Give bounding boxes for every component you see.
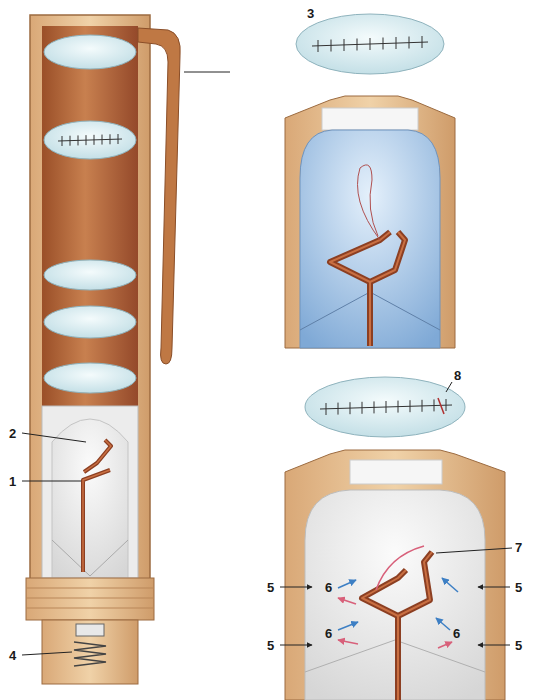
callout-number: 4 [8,648,17,663]
callout-number: 5 [514,580,523,595]
leader-line [22,652,72,655]
chamber-discharging [285,450,505,700]
callout-number: 2 [8,426,17,441]
leader-line [22,433,86,442]
callout-number: 6 [324,626,333,641]
leader-line [22,481,81,482]
callout-number: 6 [324,580,333,595]
leader-line [184,72,230,73]
pen-clip [138,28,180,364]
scale-lens [305,377,465,437]
pen-tube [30,15,150,580]
pen-base [26,578,154,684]
callout-number: 8 [453,368,462,383]
charge-arrows [280,578,510,648]
callout-number: 6 [452,626,461,641]
pen-chamber [42,406,138,578]
pen-barrel [42,26,138,406]
callout-number: 3 [306,6,315,21]
scale-lens [296,14,444,74]
pen-lenses [44,35,136,393]
leader-line [446,382,452,392]
callout-number: 7 [514,540,523,555]
leader-line [436,548,512,553]
callout-number: 5 [266,638,275,653]
callout-number: 5 [266,580,275,595]
chamber-charged [285,96,455,348]
callout-number: 5 [514,638,523,653]
callout-number: 1 [8,474,17,489]
